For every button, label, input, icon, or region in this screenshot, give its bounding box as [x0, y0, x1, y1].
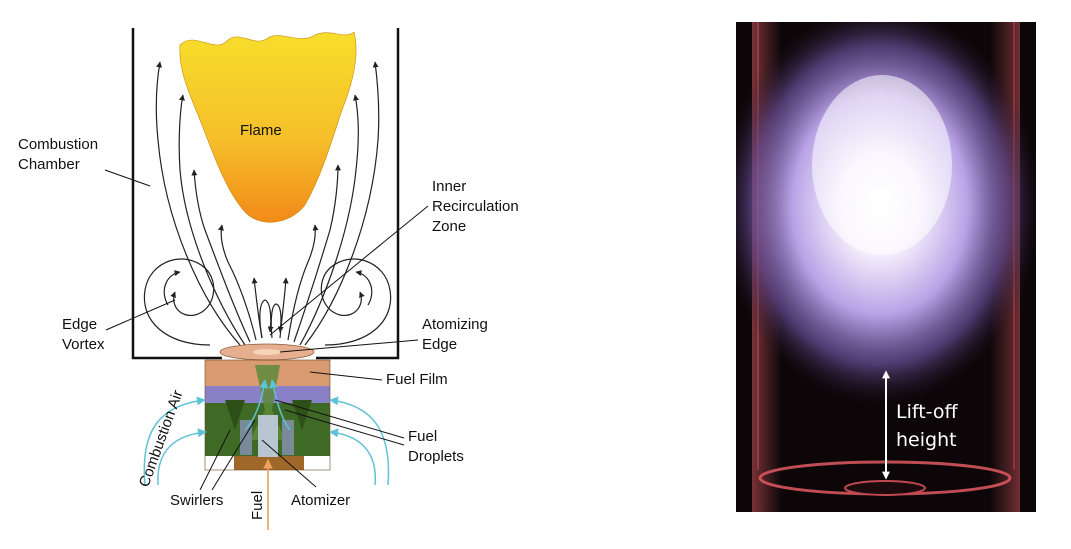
flame-photo: Lift-off height [736, 22, 1036, 512]
combustion-air-arrows [143, 379, 390, 486]
lift-off-height-label: Lift-off height [896, 401, 964, 451]
leader-lines [104, 169, 429, 491]
flame-glow-core [812, 75, 952, 255]
swirlers-label: Swirlers [170, 492, 223, 509]
streamlines [155, 61, 380, 346]
flame-shape [179, 31, 357, 223]
fuel-film-label: Fuel Film [386, 371, 448, 388]
burner-schematic: Flame [18, 28, 523, 530]
edge-vortex-label: Edge Vortex [62, 316, 105, 353]
burner-body [204, 343, 331, 471]
edge-vortex-left [143, 258, 215, 346]
burner-ring-inner [844, 480, 926, 496]
flame-label: Flame [240, 122, 282, 139]
inner-recirculation-zone-label: Inner Recirculation Zone [432, 178, 523, 235]
edge-vortex-right [320, 258, 392, 346]
combustion-air-label: Combustion Air [136, 388, 187, 489]
combustion-chamber-wall [131, 28, 400, 360]
fuel-droplets-label: Fuel Droplets [408, 428, 464, 465]
combustion-chamber-label: Combustion Chamber [18, 136, 102, 173]
atomizing-edge-label: Atomizing Edge [422, 316, 492, 353]
fuel-label: Fuel [249, 491, 266, 520]
atomizer-label: Atomizer [291, 492, 350, 509]
